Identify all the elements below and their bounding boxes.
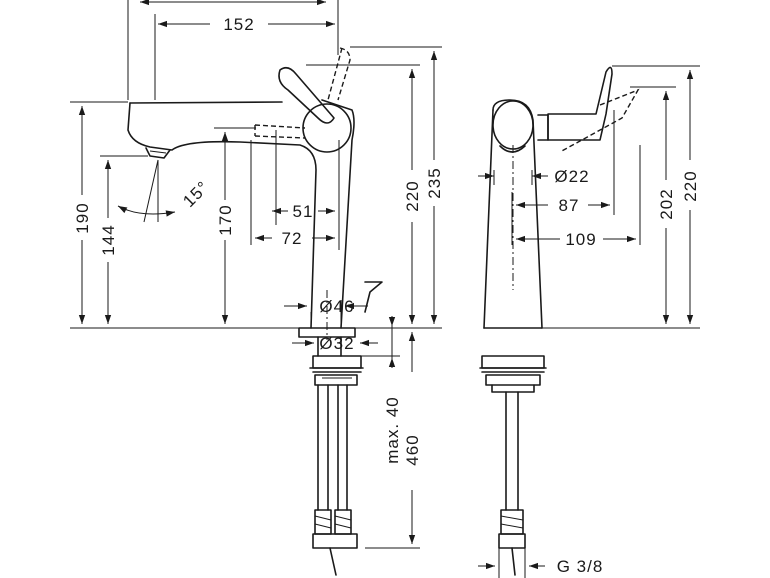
- dimension-labels: 176 152 190 144 15° 170 51 72 220 235 Ø4…: [73, 0, 700, 576]
- label-220-right: 220: [681, 170, 700, 201]
- dimension-lines: [70, 0, 700, 578]
- faucet-front-view: [479, 66, 640, 576]
- label-202: 202: [657, 188, 676, 219]
- label-87: 87: [559, 196, 580, 215]
- label-460: 460: [403, 434, 422, 465]
- label-15-degree: 15°: [179, 177, 213, 211]
- label-109: 109: [565, 230, 596, 249]
- label-235: 235: [425, 167, 444, 198]
- label-max-40: max. 40: [383, 396, 402, 463]
- label-176: 176: [216, 0, 247, 2]
- label-d32: Ø32: [319, 334, 354, 353]
- label-72: 72: [282, 229, 303, 248]
- label-220-left: 220: [403, 180, 422, 211]
- label-190: 190: [73, 202, 92, 233]
- label-170: 170: [216, 204, 235, 235]
- faucet-side-view: [127, 47, 383, 576]
- label-g38: G 3/8: [557, 557, 604, 576]
- label-d46: Ø46: [319, 297, 354, 316]
- label-51: 51: [293, 202, 314, 221]
- label-144: 144: [99, 224, 118, 255]
- label-d22: Ø22: [554, 167, 589, 186]
- label-152: 152: [223, 15, 254, 34]
